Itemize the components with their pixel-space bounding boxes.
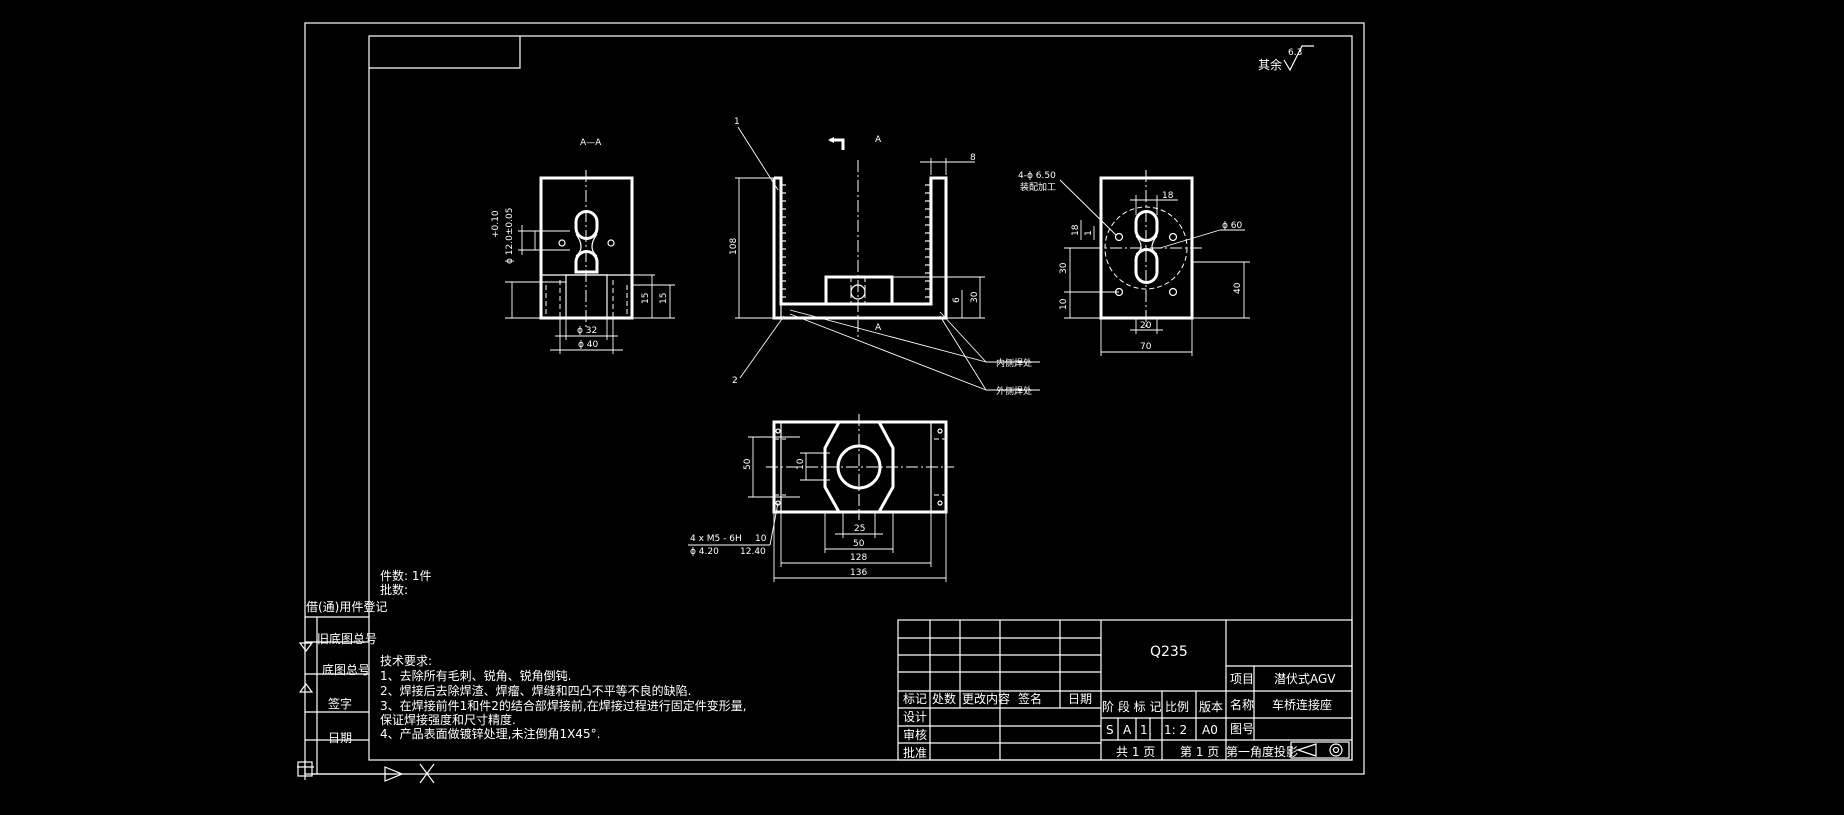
section-view-a-a: A—A +0.10 ϕ 12.0±0.05 15 15 [491,138,675,354]
stage-1: 1 [1140,723,1148,737]
weld-note-inner: 内侧焊处 [996,357,1032,369]
svg-text:30: 30 [1059,262,1069,274]
weld-note-outer: 外侧焊处 [996,385,1032,397]
quantity-count: 件数: 1件 [380,568,432,583]
row-design: 设计 [903,710,927,724]
svg-text:50: 50 [743,458,753,470]
svg-text:40: 40 [1233,282,1243,294]
side-label-0: 借(通)用件登记 [306,599,387,614]
balloon-1: 1 [734,117,740,127]
svg-text:8: 8 [970,153,976,163]
tech-req-line: 3、在焊接前件1和件2的结合部焊接前,在焊接过程进行固定件变形量, [380,698,747,713]
roughness-label: 其余 [1258,57,1282,72]
title-block: 标记 处数 更改内容 签名 日期 设计 审核 批准 Q235 阶 段 标 记 比… [897,619,1353,761]
tech-req-heading: 技术要求: [380,654,432,668]
rev-header-sign: 签名 [1018,691,1042,706]
project-label: 项目 [1230,672,1254,686]
rev-header-count: 处数 [932,691,956,706]
tech-req-line: 保证焊接强度和尺寸精度. [380,712,516,727]
svg-text:4-ϕ 6.50: 4-ϕ 6.50 [1018,171,1056,181]
quantity-notes: 件数: 1件 批数: [380,568,432,597]
stage-header: 阶 段 标 记 [1102,699,1161,714]
svg-text:30: 30 [970,291,980,303]
svg-text:ϕ 4.20: ϕ 4.20 [690,547,719,557]
svg-text:10: 10 [1059,298,1069,310]
page-number: 第 1 页 [1180,745,1219,759]
svg-text:ϕ 12.0±0.05: ϕ 12.0±0.05 [505,208,515,264]
svg-text:6: 6 [952,297,962,303]
roughness-symbol: 其余 6.3 [1258,45,1314,72]
rev-header-content: 更改内容 [962,691,1010,706]
name-label: 名称 [1230,697,1254,712]
rev-header-date: 日期 [1068,692,1092,706]
svg-text:15: 15 [641,293,651,304]
side-label-3: 签字 [328,696,352,711]
svg-text:10: 10 [796,458,806,470]
svg-text:18: 18 [1162,191,1174,201]
sheet-inner-border [368,35,1353,761]
svg-text:ϕ 40: ϕ 40 [578,340,599,350]
svg-text:108: 108 [729,238,739,255]
svg-text:ϕ 60: ϕ 60 [1222,221,1243,231]
section-label: A—A [580,138,602,148]
scale-header: 比例 [1165,700,1189,714]
side-label-4: 日期 [328,731,352,745]
projection-label: 第一角度投影 [1226,744,1298,759]
svg-text:1: 1 [1084,230,1094,236]
svg-text:15: 15 [659,293,669,304]
side-label-1: 旧底图总号 [317,631,377,646]
svg-text:10: 10 [755,534,767,544]
svg-text:12.40: 12.40 [740,547,766,557]
version-header: 版本 [1199,700,1223,714]
scale-value: 1: 2 [1164,723,1187,737]
front-view: A A 1 2 [729,117,1040,397]
side-label-2: 底图总号 [322,662,370,677]
stage-a: A [1123,723,1132,737]
svg-text:+0.10: +0.10 [491,210,501,238]
drawing-no-label: 图号 [1230,722,1254,736]
svg-text:4 x M5 - 6H: 4 x M5 - 6H [690,534,742,544]
name-value: 车桥连接座 [1272,697,1332,712]
side-view: 4-ϕ 6.50 装配加工 18 ϕ 60 18 1 30 10 40 20 7… [1018,170,1250,356]
revision-side-strip: 借(通)用件登记 旧底图总号 底图总号 签字 日期 [297,599,435,784]
material: Q235 [1150,644,1188,660]
version-value: A0 [1202,723,1218,737]
view-marker-top: A [875,135,882,145]
top-left-label-box [369,36,521,69]
svg-text:25: 25 [854,524,865,534]
view-marker-bottom: A [875,323,882,333]
svg-text:70: 70 [1140,342,1152,352]
row-approve: 批准 [903,745,927,760]
svg-text:20: 20 [1140,321,1152,331]
plan-view: 50 10 25 50 128 136 4 x M5 - 6H 10 ϕ 4.2… [688,414,954,582]
svg-text:50: 50 [853,539,865,549]
sheet-outer-border [304,22,1365,775]
row-review: 审核 [903,727,927,742]
tech-req-line: 2、焊接后去除焊渣、焊瘤、焊缝和四凸不平等不良的缺陷. [380,683,691,698]
svg-text:ϕ 32: ϕ 32 [577,326,597,336]
technical-requirements: 技术要求: 1、去除所有毛刺、锐角、锐角倒钝. 2、焊接后去除焊渣、焊瘤、焊缝和… [380,654,747,741]
svg-text:装配加工: 装配加工 [1020,181,1056,193]
svg-text:136: 136 [850,568,867,578]
svg-text:18: 18 [1071,224,1081,236]
balloon-2: 2 [732,376,738,386]
quantity-batch: 批数: [380,582,408,597]
tech-req-line: 4、产品表面做镀锌处理,未注倒角1X45°. [380,726,600,741]
total-pages: 共 1 页 [1116,745,1155,759]
svg-text:128: 128 [850,553,867,563]
rev-header-mark: 标记 [903,692,927,706]
stage-s: S [1106,723,1114,737]
tech-req-line: 1、去除所有毛刺、锐角、锐角倒钝. [380,668,571,683]
project-value: 潜伏式AGV [1274,672,1336,686]
roughness-value: 6.3 [1288,48,1302,58]
